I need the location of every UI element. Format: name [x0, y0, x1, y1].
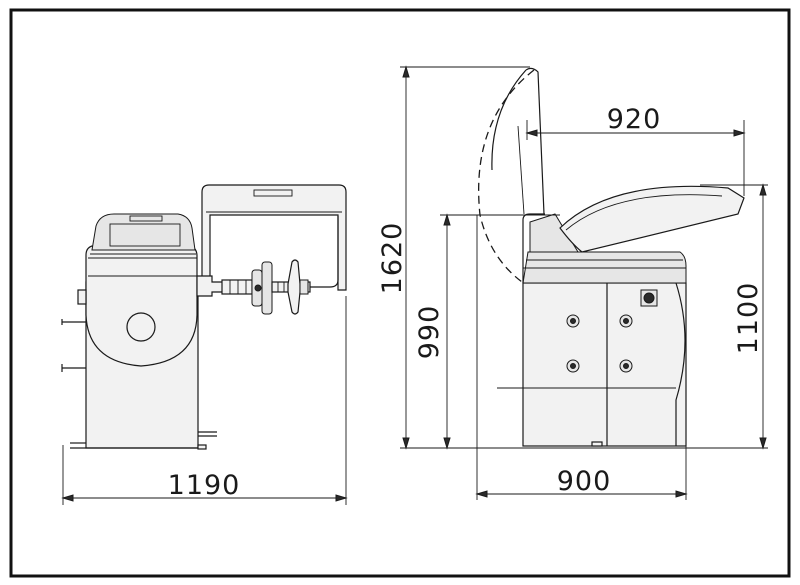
drawing-frame [9, 8, 791, 578]
side-hood-closed [559, 185, 745, 253]
dim-label-1620: 1620 [377, 222, 408, 295]
front-console [91, 213, 196, 251]
dimension-side-depth: 900 [475, 215, 688, 500]
dim-label-1100: 1100 [733, 282, 764, 355]
front-wing-nut [287, 259, 301, 315]
front-view [61, 184, 347, 450]
side-bolts [566, 314, 633, 373]
front-port-circle [126, 312, 156, 342]
side-hood-open [478, 69, 535, 283]
dimension-hood-reach: 920 [525, 104, 746, 196]
dimension-total-height: 1620 [377, 65, 690, 450]
front-hood [201, 184, 347, 291]
dim-label-900: 900 [557, 466, 612, 497]
dimension-front-width: 1190 [61, 296, 348, 505]
side-view [478, 67, 745, 447]
dimension-body-height: 990 [414, 213, 560, 450]
side-cabinet [522, 282, 687, 447]
dim-label-990: 990 [414, 305, 445, 360]
dimension-closed-height: 1100 [690, 183, 768, 450]
dim-label-1190: 1190 [168, 470, 241, 501]
front-housing [85, 245, 198, 367]
side-top-slab [522, 251, 687, 284]
dim-label-920: 920 [607, 104, 662, 135]
